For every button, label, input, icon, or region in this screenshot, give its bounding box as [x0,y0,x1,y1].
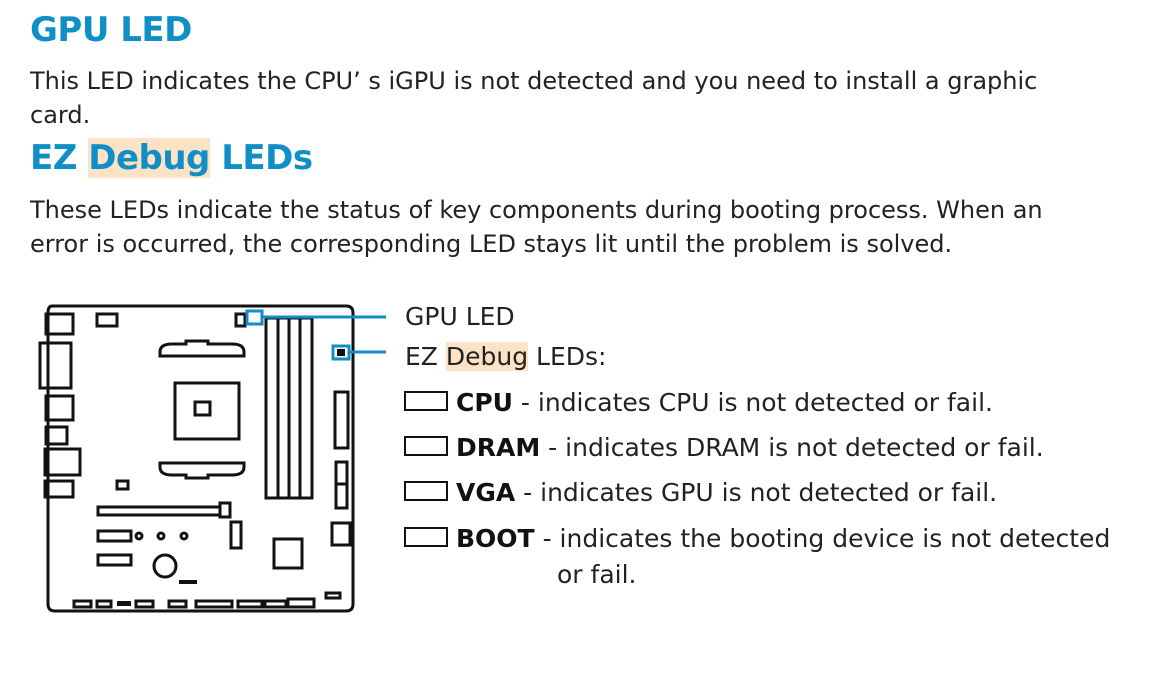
legend-boot: BOOT - indicates the booting device is n… [404,524,1110,553]
io-port-5 [43,447,82,477]
ez-debug-heading-highlight: Debug [88,138,210,178]
callout-ez-debug: EZ Debug LEDs: [405,342,606,371]
gpu-led-heading: GPU LED [30,10,192,50]
ez-debug-heading-suffix: LEDs [209,138,313,178]
legend-vga-name: VGA [456,478,516,507]
ez-debug-description-line1: These LEDs indicate the status of key co… [30,196,1043,224]
led-box-icon [404,527,448,547]
pcie-slot [96,505,222,517]
callout-ez-prefix: EZ [405,342,446,371]
m2-slot-2 [96,553,133,567]
m2-slot-1 [96,529,133,543]
led-box-icon [404,436,448,456]
legend-dram-desc: - indicates DRAM is not detected or fail… [540,433,1044,462]
io-port-4 [44,425,69,446]
ez-debug-description: These LEDs indicate the status of key co… [30,193,1130,261]
ez-debug-heading-prefix: EZ [30,138,89,178]
cpu-socket [173,381,241,441]
right-connector-3 [330,521,352,547]
legend-cpu: CPU - indicates CPU is not detected or f… [404,388,993,417]
gpu-led-description-line1: This LED indicates the CPU’ s iGPU is no… [30,67,1038,95]
board-outline [46,304,355,613]
legend-dram: DRAM - indicates DRAM is not detected or… [404,433,1044,462]
legend-boot-desc: - indicates the booting device is not de… [534,524,1111,553]
gpu-led-description: This LED indicates the CPU’ s iGPU is no… [30,64,1130,132]
legend-dram-name: DRAM [456,433,541,462]
ez-debug-heading: EZ Debug LEDs [30,138,313,178]
right-connector-1 [333,390,350,450]
io-port-6 [43,479,75,499]
vertical-header [229,520,243,550]
pcie-latch [218,501,232,519]
legend-vga: VGA - indicates GPU is not detected or f… [404,478,997,507]
led-box-icon [404,481,448,501]
gpu-led-marker [245,309,264,326]
legend-boot-name: BOOT [456,524,535,553]
legend-vga-desc: - indicates GPU is not detected or fail. [515,478,998,507]
chipset [272,537,304,570]
io-port-3 [44,394,75,422]
cpu-bracket-top [158,339,246,358]
io-port-2 [38,341,73,390]
led-box-icon [404,391,448,411]
callout-ez-highlight: Debug [445,342,529,371]
battery [152,553,178,579]
small-component [115,479,130,491]
legend-cpu-desc: - indicates CPU is not detected or fail. [512,388,993,417]
legend-boot-continuation: or fail. [557,560,637,589]
io-port-1 [44,312,75,336]
callout-gpu-led: GPU LED [405,302,515,331]
gpu-led-description-line2: card. [30,101,91,129]
callout-ez-suffix: LEDs: [528,342,607,371]
cpu-socket-inner [193,400,212,417]
cpu-bracket-bottom [158,461,246,480]
top-small-header [234,312,247,328]
legend-cpu-name: CPU [456,388,513,417]
ez-debug-description-line2: error is occurred, the corresponding LED… [30,230,953,258]
top-connector [95,312,119,328]
